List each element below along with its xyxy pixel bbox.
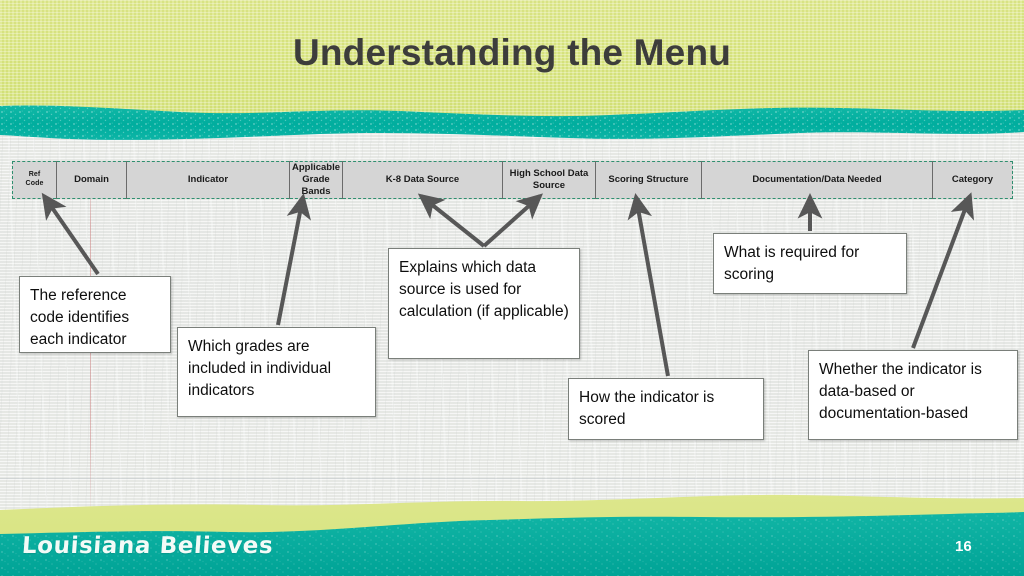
col-label-line2: Code	[25, 179, 44, 187]
column-header-k8-data-source[interactable]: K-8 Data Source	[341, 161, 503, 199]
table-header-row: Ref Code Domain Indicator Applicable Gra…	[12, 161, 1013, 199]
table: Ref Code Domain Indicator Applicable Gra…	[12, 161, 1013, 199]
page-title: Understanding the Menu	[292, 32, 732, 73]
col-label: Category	[951, 173, 994, 185]
callout-scoring-structure: How the indicator is scored	[568, 378, 764, 440]
footer-bands	[0, 470, 1024, 576]
callout-grade-bands: Which grades are included in individual …	[177, 327, 376, 417]
column-header-documentation-data-needed[interactable]: Documentation/Data Needed	[700, 161, 933, 199]
page-number: 16	[955, 538, 972, 555]
col-label-line2: Source	[532, 179, 566, 191]
column-header-high-school-data-source[interactable]: High School Data Source	[501, 161, 596, 199]
menu-table-header: Ref Code Domain Indicator Applicable Gra…	[12, 161, 1013, 199]
col-label-line1: Applicable	[291, 162, 341, 173]
col-label-line1: Ref	[28, 171, 41, 179]
louisiana-believes-logo: Louisiana Believes	[21, 533, 275, 559]
col-label: Indicator	[187, 173, 229, 185]
column-header-applicable-grade-bands[interactable]: Applicable Grade Bands	[288, 161, 343, 199]
col-label: Scoring Structure	[608, 173, 689, 185]
column-header-indicator[interactable]: Indicator	[126, 161, 290, 199]
col-label: Domain	[74, 173, 109, 185]
col-label-line1: High School Data	[509, 167, 589, 179]
column-header-category[interactable]: Category	[931, 161, 1013, 199]
callout-category: Whether the indicator is data-based or d…	[808, 350, 1018, 440]
teal-stripe	[0, 104, 1024, 146]
column-header-ref-code[interactable]: Ref Code	[12, 161, 57, 199]
callout-ref-code: The reference code identifies each indic…	[19, 276, 171, 353]
col-label-line2: Grade Bands	[301, 173, 331, 197]
col-label: K-8 Data Source	[385, 173, 460, 185]
callout-data-source: Explains which data source is used for c…	[388, 248, 580, 359]
header-banner	[0, 0, 1024, 118]
callout-documentation-needed: What is required for scoring	[713, 233, 907, 294]
col-label: Documentation/Data Needed	[752, 173, 882, 185]
column-header-scoring-structure[interactable]: Scoring Structure	[594, 161, 702, 199]
faint-horizontal-guide	[0, 478, 1024, 479]
column-header-domain[interactable]: Domain	[56, 161, 127, 199]
